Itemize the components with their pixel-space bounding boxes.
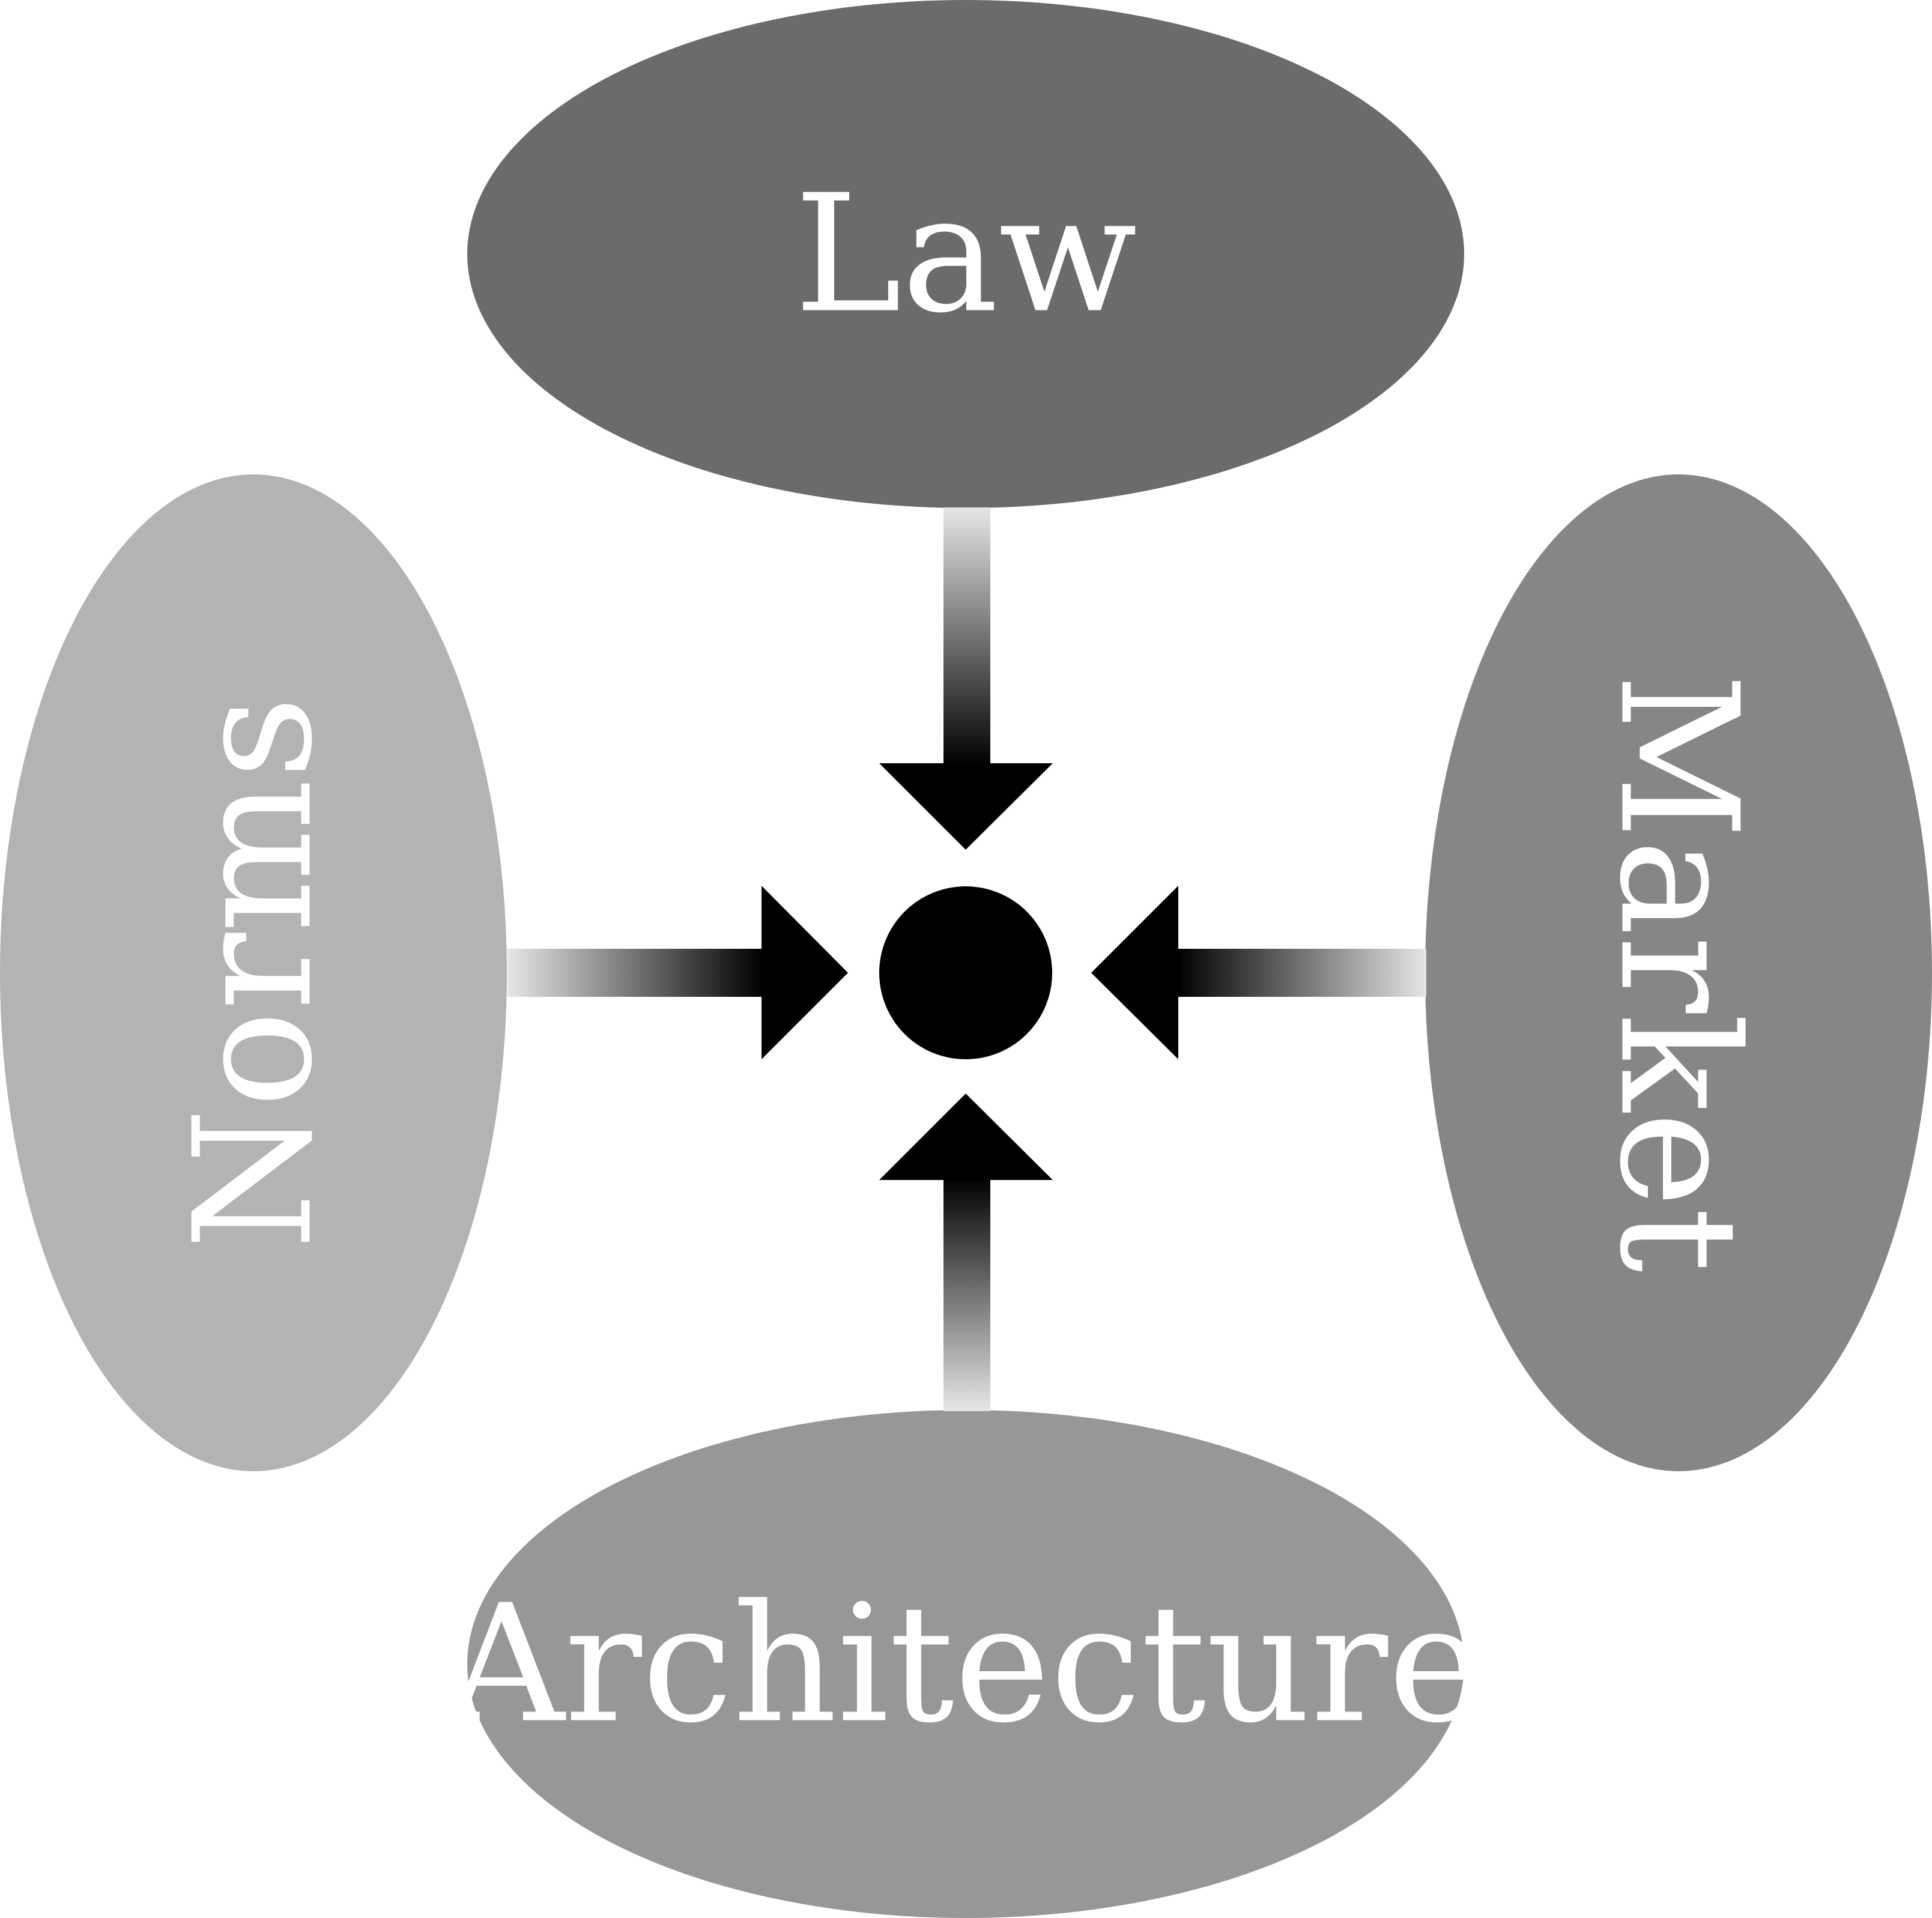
law-label: Law: [794, 160, 1137, 349]
center-dot: [879, 886, 1052, 1059]
architecture-ellipse: [467, 1410, 1464, 1918]
arrow-from-market: [1091, 886, 1426, 1059]
arrow-head-norms: [762, 886, 848, 1059]
architecture-label: Architecture: [445, 1570, 1484, 1759]
arrow-from-architecture: [879, 1094, 1053, 1411]
arrow-from-norms: [507, 886, 848, 1059]
law-node: Law: [467, 0, 1464, 508]
arrow-from-law: [879, 507, 1053, 850]
market-label: Market: [1584, 673, 1773, 1274]
law-ellipse: [467, 0, 1464, 508]
arrow-shaft-norms: [507, 949, 763, 997]
arrow-shaft-architecture: [943, 1177, 990, 1411]
norms-label: Norms: [159, 696, 348, 1250]
arrow-head-market: [1091, 886, 1178, 1059]
norms-ellipse: [0, 474, 507, 1471]
arrow-shaft-law: [943, 507, 990, 766]
norms-node: Norms: [0, 474, 507, 1471]
arrow-shaft-market: [1177, 949, 1426, 997]
market-node: Market: [1425, 474, 1932, 1471]
arrow-head-architecture: [879, 1094, 1053, 1180]
architecture-node: Architecture: [445, 1410, 1484, 1918]
arrow-head-law: [879, 763, 1053, 850]
market-ellipse: [1425, 474, 1932, 1471]
